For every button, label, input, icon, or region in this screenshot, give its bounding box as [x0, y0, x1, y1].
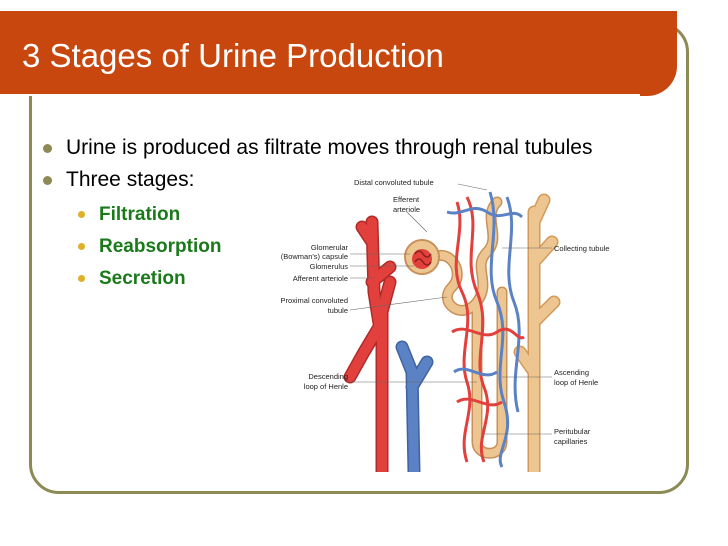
label-bowman: (Bowman's) capsule	[281, 252, 348, 261]
sub-bullet-item: Secretion	[99, 268, 186, 289]
label-proximal-2: tubule	[328, 306, 348, 315]
artery	[343, 215, 397, 472]
label-peritubular: Peritubular	[554, 427, 591, 436]
label-efferent-2: arteriole	[393, 205, 420, 214]
sub-bullet-dot	[78, 275, 85, 282]
peritubular-capillaries	[446, 191, 525, 468]
label-descending-2: loop of Henle	[304, 382, 348, 391]
sub-bullet-item: Reabsorption	[99, 236, 222, 257]
label-collecting: Collecting tubule	[554, 244, 609, 253]
bullet-dot	[43, 176, 52, 185]
sub-bullet-item: Filtration	[99, 204, 181, 225]
glomerulus	[404, 239, 440, 275]
leader-lines	[349, 183, 552, 435]
collecting-tubule	[513, 193, 561, 472]
label-efferent: Efferent	[393, 195, 420, 204]
label-glomerulus: Glomerulus	[310, 262, 349, 271]
label-peritubular-2: capillaries	[554, 437, 588, 446]
label-ascending-2: loop of Henle	[554, 378, 598, 387]
slide-title: 3 Stages of Urine Production	[22, 37, 444, 74]
bullet-item: Three stages:	[66, 168, 195, 191]
sub-bullet-dot	[78, 243, 85, 250]
label-afferent: Afferent arteriole	[293, 274, 348, 283]
bullet-item: Urine is produced as filtrate moves thro…	[66, 136, 593, 159]
diagram-labels: Distal convoluted tubule Efferent arteri…	[280, 178, 609, 446]
label-glomerular: Glomerular	[311, 243, 349, 252]
nephron-diagram: Distal convoluted tubule Efferent arteri…	[280, 178, 609, 472]
sub-bullet-dot	[78, 211, 85, 218]
nephron-tubule	[421, 196, 508, 459]
label-distal: Distal convoluted tubule	[354, 178, 434, 187]
label-ascending: Ascending	[554, 368, 589, 377]
title-bar	[0, 11, 677, 96]
title-underline	[0, 94, 640, 96]
label-proximal: Proximal convoluted	[280, 296, 348, 305]
vein	[395, 340, 434, 472]
bullet-dot	[43, 144, 52, 153]
label-descending: Descending	[308, 372, 348, 381]
